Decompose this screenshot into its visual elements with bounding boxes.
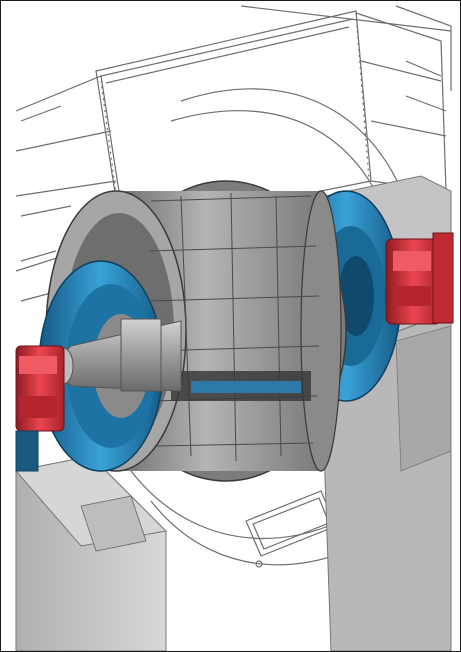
right-drive-motor [385, 232, 454, 325]
drive-shaft [50, 318, 182, 392]
left-drive-motor [15, 345, 65, 472]
left-support-base [15, 455, 168, 651]
